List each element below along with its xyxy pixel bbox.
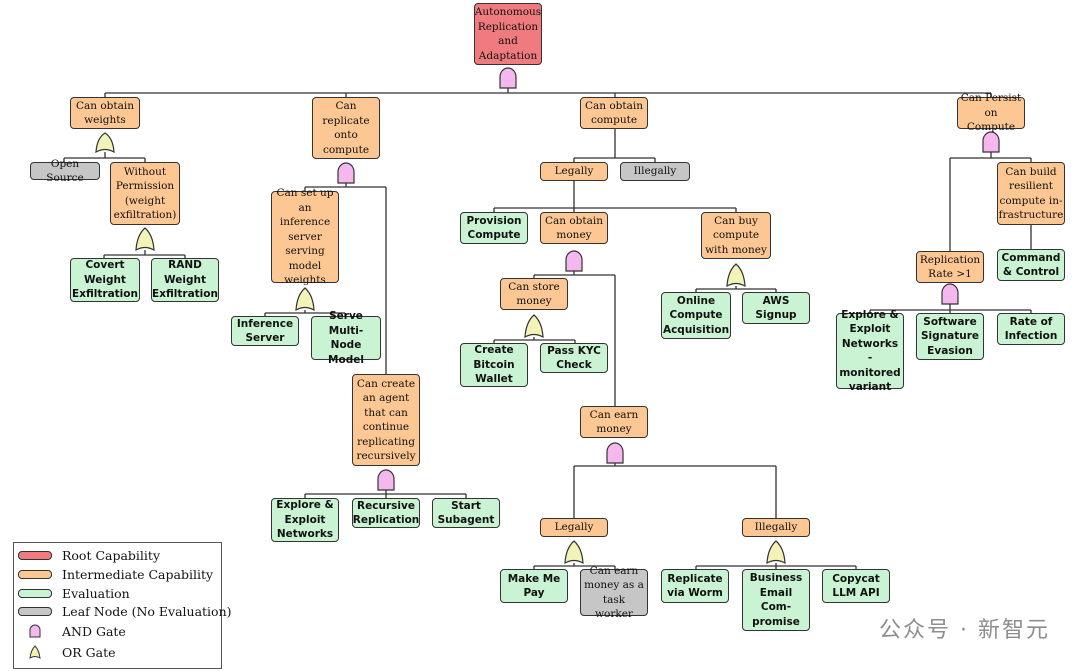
legend-intermediate-label: Intermediate Capability	[62, 566, 214, 582]
legend-root-swatch	[18, 550, 52, 560]
legend-intermediate-swatch	[18, 569, 52, 579]
and-gate-obtain-money	[565, 250, 583, 272]
node-copycat-llm-api: Copycat LLM API	[822, 569, 890, 603]
node-online-compute-acquisition: Online Compute Acquisition	[661, 292, 731, 339]
node-software-signature-evasion: Software Signature Evasion	[916, 313, 984, 360]
node-earn-money: Can earn money	[580, 406, 648, 438]
node-without-permission: Without Permission (weight exfiltration)	[110, 162, 180, 225]
legend-root: Root Capability	[14, 547, 160, 563]
node-covert-weight-exfiltration: Covert Weight Exfiltration	[70, 258, 140, 302]
node-persist-on-compute: Can Persist on Compute	[957, 92, 1025, 133]
node-legally: Legally	[540, 162, 608, 181]
node-replicate-via-worm: Replicate via Worm	[661, 569, 729, 603]
node-aws-signup: AWS Signup	[742, 292, 810, 324]
node-create-bitcoin-wallet: Create Bitcoin Wallet	[460, 343, 528, 387]
node-resilient-infrastructure: Can build resilient compute in- frastruc…	[997, 162, 1065, 225]
node-obtain-compute: Can obtain compute	[580, 97, 648, 129]
node-recursive-replication: Recursive Replication	[352, 498, 420, 528]
node-obtain-money: Can obtain money	[540, 212, 608, 244]
and-gate-root	[499, 67, 517, 89]
node-setup-inference-server: Can set up an inference server serving m…	[271, 187, 339, 286]
watermark: 公众号 · 新智元	[879, 618, 1050, 643]
legend-evaluation-label: Evaluation	[62, 585, 130, 601]
node-explore-exploit-monitored: Explore & Exploit Networks - monitored v…	[836, 309, 904, 393]
or-gate-illegally-2	[766, 540, 786, 565]
node-store-money: Can store money	[500, 278, 568, 310]
node-root: Autonomous Replication and Adaptation	[474, 3, 542, 65]
node-open-source: Open Source	[30, 158, 100, 184]
or-gate-store-money	[524, 314, 544, 339]
node-buy-compute: Can buy compute with money	[701, 212, 771, 259]
node-replicate-onto-compute: Can replicate onto compute	[312, 97, 380, 159]
node-serve-multi-node-model: Serve Multi-Node Model	[311, 310, 381, 366]
legend-leaf: Leaf Node (No Evaluation)	[14, 603, 232, 619]
node-illegally: Illegally	[620, 162, 690, 181]
node-pass-kyc-check: Pass KYC Check	[540, 343, 608, 373]
node-business-email-compromise: Business Email Com- promise	[742, 569, 810, 631]
legend-intermediate: Intermediate Capability	[14, 566, 213, 582]
node-command-control: Command & Control	[997, 249, 1065, 281]
node-earn-legally: Legally	[540, 518, 608, 537]
legend-and-gate-icon	[18, 624, 52, 638]
or-gate-setup-inference	[295, 287, 315, 312]
legend-or-gate-label: OR Gate	[62, 644, 116, 660]
or-gate-legally-2	[564, 540, 584, 565]
and-gate-replicate	[337, 162, 355, 184]
node-inference-server: Inference Server	[231, 316, 299, 346]
and-gate-replication-rate	[941, 283, 959, 305]
node-make-me-pay: Make Me Pay	[500, 569, 568, 603]
node-replication-rate: Replication Rate >1	[916, 251, 984, 283]
node-start-subagent: Start Subagent	[432, 498, 500, 528]
legend-evaluation: Evaluation	[14, 585, 130, 601]
node-explore-exploit-networks: Explore & Exploit Networks	[271, 498, 339, 542]
node-obtain-weights: Can obtain weights	[70, 97, 140, 129]
legend-root-label: Root Capability	[62, 547, 161, 563]
node-provision-compute: Provision Compute	[460, 212, 528, 244]
legend-leaf-swatch	[18, 606, 52, 616]
node-create-agent: Can create an agent that can continue re…	[352, 374, 420, 466]
legend-and-gate: AND Gate	[14, 623, 126, 639]
node-rand-weight-exfiltration: RAND Weight Exfiltration	[151, 258, 219, 302]
and-gate-earn-money	[606, 442, 624, 464]
legend-and-gate-label: AND Gate	[62, 623, 126, 639]
legend-evaluation-swatch	[18, 588, 52, 598]
node-earn-illegally: Illegally	[742, 518, 810, 537]
legend-or-gate-icon	[18, 645, 52, 659]
or-gate-obtain-weights	[95, 132, 115, 154]
node-rate-of-infection: Rate of Infection	[997, 313, 1065, 345]
or-gate-buy-compute	[726, 263, 746, 288]
legend-or-gate: OR Gate	[14, 644, 116, 660]
legend: Root Capability Intermediate Capability …	[13, 542, 232, 669]
or-gate-without-permission	[135, 227, 155, 252]
legend-leaf-label: Leaf Node (No Evaluation)	[62, 603, 232, 619]
and-gate-persist	[982, 131, 1000, 153]
node-task-worker: Can earn money as a task worker	[580, 565, 648, 620]
and-gate-create-agent	[377, 469, 395, 491]
